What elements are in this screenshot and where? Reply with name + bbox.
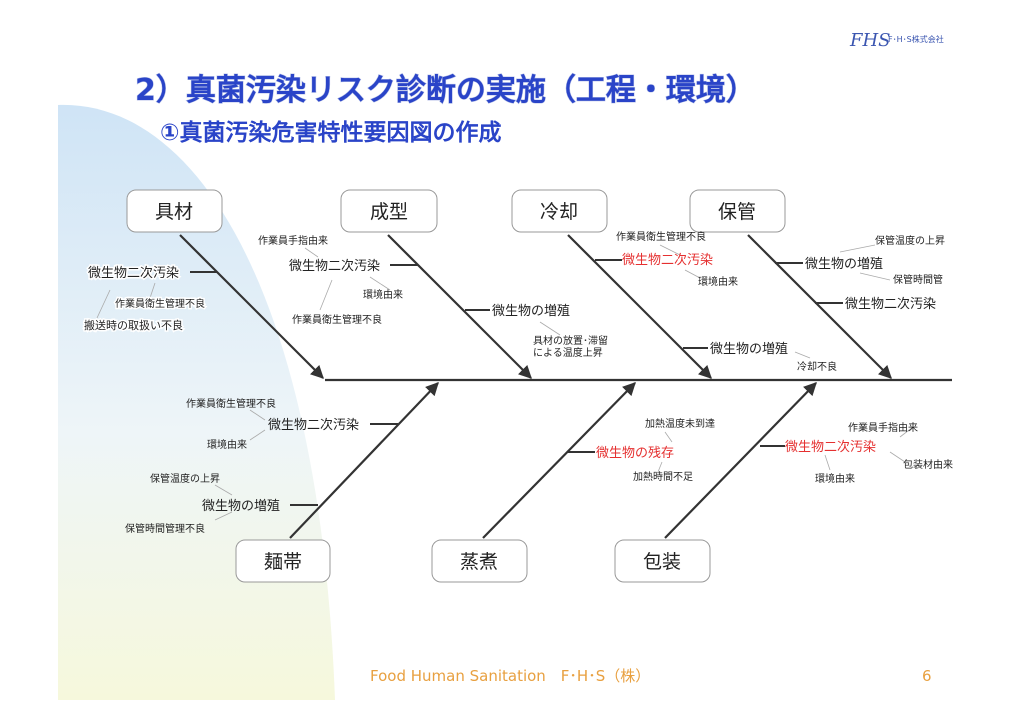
category-box: 蒸煮 bbox=[431, 539, 528, 583]
svg-text:微生物二次汚染: 微生物二次汚染 bbox=[289, 258, 380, 274]
cause-sub: 作業員衛生管理不良 bbox=[115, 297, 205, 310]
cause-main: 微生物二次汚染 bbox=[88, 265, 179, 281]
svg-text:FHS: FHS bbox=[849, 30, 891, 51]
causes-hokan: 保管温度の上昇 微生物の増殖 保管時間管 微生物二次汚染 bbox=[805, 234, 945, 312]
svg-text:作業員衛生管理不良: 作業員衛生管理不良 bbox=[292, 313, 382, 326]
category-box: 包装 bbox=[614, 539, 711, 583]
cause-sub: 搬送時の取扱い不良 bbox=[84, 318, 183, 332]
svg-text:微生物の残存: 微生物の残存 bbox=[596, 446, 674, 461]
svg-text:による温度上昇: による温度上昇 bbox=[533, 346, 603, 359]
causes-seikei: 作業員手指由来 微生物二次汚染 環境由来 作業員衛生管理不良 微生物の増殖 具材… bbox=[258, 234, 608, 359]
svg-text:微生物の増殖: 微生物の増殖 bbox=[492, 303, 570, 319]
page-title: 2）真菌汚染リスク診断の実施（工程・環境） bbox=[135, 73, 756, 108]
bone-mentai bbox=[289, 382, 439, 539]
svg-text:包装材由来: 包装材由来 bbox=[903, 458, 953, 471]
svg-text:作業員衛生管理不良: 作業員衛生管理不良 bbox=[186, 397, 276, 410]
svg-text:F･H･S株式会社: F･H･S株式会社 bbox=[888, 34, 944, 44]
svg-text:保管: 保管 bbox=[718, 201, 756, 223]
svg-text:冷却不良: 冷却不良 bbox=[797, 360, 837, 373]
causes-joushya: 加熱温度未到達 微生物の残存 加熱時間不足 bbox=[596, 417, 715, 483]
svg-text:作業員衛生管理不良: 作業員衛生管理不良 bbox=[616, 230, 706, 243]
svg-text:冷却: 冷却 bbox=[540, 201, 578, 223]
cause-arrows bbox=[96, 244, 914, 521]
svg-text:具材の放置･滞留: 具材の放置･滞留 bbox=[533, 334, 608, 347]
sub-bones bbox=[190, 259, 843, 506]
svg-text:環境由来: 環境由来 bbox=[207, 438, 247, 451]
bone-seikei bbox=[387, 234, 532, 379]
svg-text:包装: 包装 bbox=[643, 551, 681, 573]
svg-text:麺帯: 麺帯 bbox=[264, 551, 302, 573]
svg-text:微生物の増殖: 微生物の増殖 bbox=[805, 256, 883, 272]
svg-text:環境由来: 環境由来 bbox=[363, 288, 403, 301]
svg-text:微生物二次汚染: 微生物二次汚染 bbox=[845, 296, 936, 312]
svg-text:微生物の増殖: 微生物の増殖 bbox=[710, 341, 788, 357]
causes-reikyaku: 作業員衛生管理不良 微生物二次汚染 環境由来 微生物の増殖 冷却不良 bbox=[616, 230, 837, 373]
bone-guzai bbox=[179, 234, 324, 379]
svg-text:微生物二次汚染: 微生物二次汚染 bbox=[622, 252, 713, 268]
svg-text:保管温度の上昇: 保管温度の上昇 bbox=[875, 234, 945, 247]
bone-housou bbox=[664, 382, 817, 539]
svg-text:成型: 成型 bbox=[370, 201, 408, 223]
causes-housou: 作業員手指由来 微生物二次汚染 包装材由来 環境由来 bbox=[785, 421, 953, 485]
svg-text:加熱温度未到達: 加熱温度未到達 bbox=[645, 417, 715, 430]
category-box: 具材 bbox=[126, 189, 223, 233]
svg-text:保管時間管理不良: 保管時間管理不良 bbox=[125, 522, 205, 535]
logo: FHS F･H･S株式会社 bbox=[849, 30, 944, 51]
page-subtitle: ①真菌汚染危害特性要因図の作成 bbox=[160, 119, 501, 146]
svg-text:環境由来: 環境由来 bbox=[698, 275, 738, 288]
category-box: 保管 bbox=[689, 189, 786, 233]
svg-text:作業員手指由来: 作業員手指由来 bbox=[258, 234, 328, 247]
svg-text:保管時間管: 保管時間管 bbox=[893, 273, 943, 286]
bone-reikyaku bbox=[567, 234, 712, 379]
category-box: 麺帯 bbox=[235, 539, 331, 583]
svg-text:作業員手指由来: 作業員手指由来 bbox=[848, 421, 918, 434]
svg-text:具材: 具材 bbox=[155, 201, 193, 223]
causes-mentai: 作業員衛生管理不良 微生物二次汚染 環境由来 保管温度の上昇 微生物の増殖 保管… bbox=[125, 397, 359, 535]
svg-text:加熱時間不足: 加熱時間不足 bbox=[633, 470, 693, 483]
svg-text:微生物二次汚染: 微生物二次汚染 bbox=[268, 417, 359, 433]
category-box: 成型 bbox=[340, 189, 438, 233]
page-number: 6 bbox=[922, 667, 932, 685]
svg-text:微生物の増殖: 微生物の増殖 bbox=[202, 498, 280, 514]
svg-text:微生物二次汚染: 微生物二次汚染 bbox=[785, 439, 876, 455]
svg-text:保管温度の上昇: 保管温度の上昇 bbox=[150, 472, 220, 485]
causes-guzai: 微生物二次汚染 作業員衛生管理不良 搬送時の取扱い不良 bbox=[83, 264, 207, 334]
svg-text:環境由来: 環境由来 bbox=[815, 472, 855, 485]
footer-text: Food Human Sanitation F･H･S（株） bbox=[370, 667, 650, 685]
bone-joushya bbox=[482, 382, 636, 539]
category-box: 冷却 bbox=[511, 189, 608, 233]
svg-text:蒸煮: 蒸煮 bbox=[460, 551, 498, 573]
bone-hokan bbox=[747, 234, 892, 379]
